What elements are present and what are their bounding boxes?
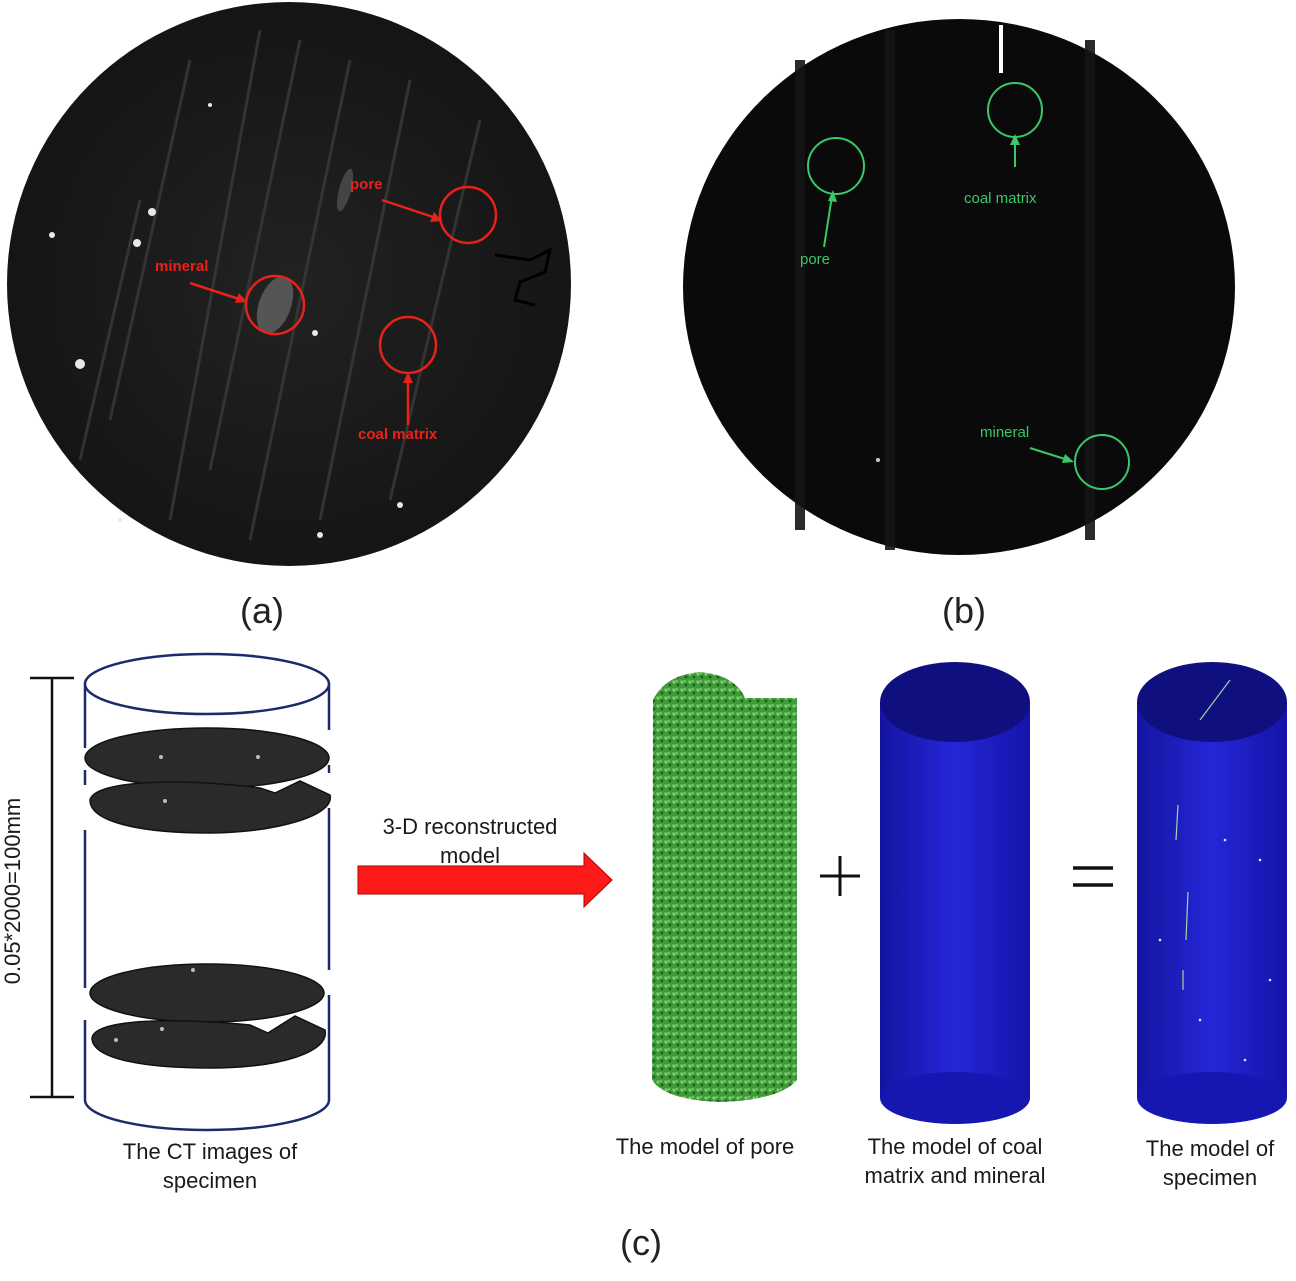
caption-matrix-line2: matrix and mineral	[864, 1163, 1046, 1188]
caption-ct-line1: The CT images of	[122, 1139, 298, 1164]
arrow-label-line1: 3-D reconstructed	[382, 814, 558, 839]
caption-specimen-line2: specimen	[1162, 1165, 1258, 1190]
panel-label-b: (b)	[942, 590, 986, 631]
ct-slice-b-image	[683, 19, 1235, 555]
caption-pore-model: The model of pore	[615, 1134, 795, 1159]
annotation-coal-matrix-a: coal matrix	[358, 426, 438, 443]
arrow-label-line2: model	[440, 843, 500, 868]
ct-stack-diagram	[30, 652, 1287, 1132]
caption-specimen-line1: The model of	[1145, 1136, 1275, 1161]
panel-label-a: (a)	[240, 590, 284, 631]
annotation-coal-matrix-b: coal matrix	[964, 190, 1037, 207]
panel-c: 0.05*2000=100mm 3-D reconstructed model …	[0, 640, 1296, 1281]
panel-label-c: (c)	[620, 1222, 662, 1263]
scale-label: 0.05*2000=100mm	[0, 797, 25, 985]
caption-matrix-model: The model of coal matrix and mineral	[840, 1132, 1070, 1190]
panel-a: pore mineral coal matrix	[0, 0, 600, 570]
caption-ct-line2: specimen	[162, 1168, 258, 1193]
caption-ct-images: The CT images of specimen	[90, 1137, 330, 1195]
annotation-pore-a: pore	[350, 176, 383, 193]
arrow-label: 3-D reconstructed model	[360, 812, 580, 870]
annotation-pore-b: pore	[800, 251, 831, 268]
panel-b: pore coal matrix mineral	[650, 0, 1296, 570]
caption-matrix-line1: The model of coal	[867, 1134, 1043, 1159]
ct-slice-a-image	[7, 2, 571, 566]
annotation-mineral-a: mineral	[155, 258, 209, 275]
annotation-mineral-b: mineral	[980, 424, 1030, 441]
caption-specimen-model: The model of specimen	[1110, 1134, 1296, 1192]
